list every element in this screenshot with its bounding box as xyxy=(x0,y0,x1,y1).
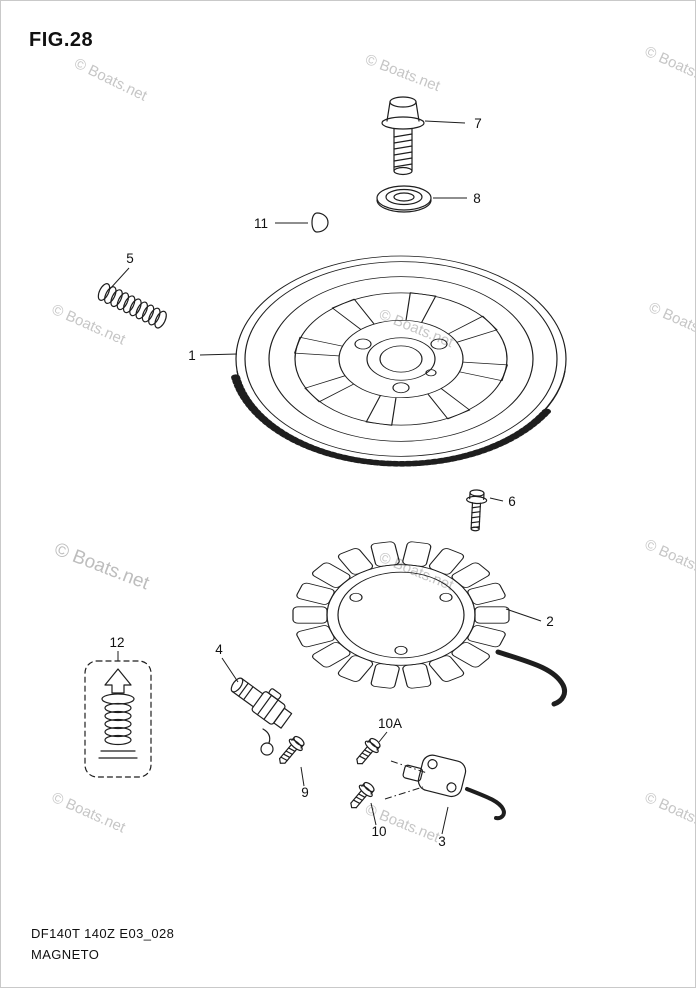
screw-10a-drawing xyxy=(356,737,381,765)
leader-line-7 xyxy=(424,120,466,124)
bolt-7-drawing xyxy=(381,96,425,176)
leader-line-6 xyxy=(489,497,504,502)
washer-8-drawing xyxy=(376,185,432,213)
callout-12: 12 xyxy=(109,635,124,650)
bolt-6-drawing xyxy=(466,489,488,532)
callout-10a: 10A xyxy=(378,716,402,731)
flywheel-drawing xyxy=(231,255,567,467)
screw-10-drawing xyxy=(350,781,375,809)
key-11-drawing xyxy=(311,212,329,233)
model-code: DF140T 140Z E03_028 xyxy=(31,926,175,941)
callout-10: 10 xyxy=(371,824,386,839)
sensor-4-drawing xyxy=(230,677,293,756)
callout-11: 11 xyxy=(254,216,268,231)
callout-7: 7 xyxy=(474,116,482,131)
callout-5: 5 xyxy=(126,251,134,266)
insertion-axis-10 xyxy=(384,786,424,800)
figure-name: MAGNETO xyxy=(31,947,100,962)
pickup-3-drawing xyxy=(402,754,506,821)
leader-line-2 xyxy=(505,608,542,622)
spring-5-drawing xyxy=(97,283,167,329)
leader-line-9 xyxy=(300,766,305,787)
leader-line-1 xyxy=(199,353,238,356)
leader-line-10 xyxy=(370,802,377,826)
callout-6: 6 xyxy=(508,494,516,509)
leader-line-4 xyxy=(221,657,239,683)
part-12-drawing xyxy=(84,660,152,778)
footer: DF140T 140Z E03_028 MAGNETO xyxy=(31,923,174,965)
callout-9: 9 xyxy=(301,785,309,800)
stator-drawing xyxy=(292,541,568,707)
leader-line-3 xyxy=(441,806,449,835)
leader-line-10a xyxy=(378,731,388,743)
callout-8: 8 xyxy=(473,191,481,206)
screw-9-drawing xyxy=(279,735,305,764)
callout-1: 1 xyxy=(188,348,196,363)
figure-title: FIG.28 xyxy=(29,29,94,51)
callout-3: 3 xyxy=(438,834,446,849)
callout-2: 2 xyxy=(546,614,554,629)
callout-4: 4 xyxy=(215,642,223,657)
leader-line-5 xyxy=(108,267,130,291)
